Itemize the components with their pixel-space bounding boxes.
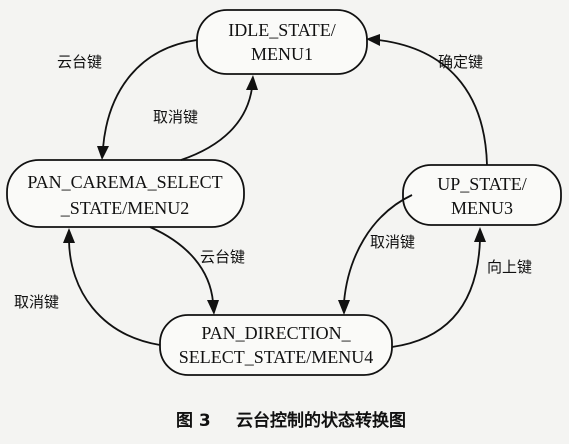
edge-pan-camera-to-idle-line bbox=[180, 87, 253, 161]
node-pan-camera-select-state: PAN_CAREMA_SELECT _STATE/MENU2 bbox=[6, 159, 245, 228]
edge-pan-direction-to-pan-camera-label: 取消键 bbox=[14, 293, 59, 311]
arrowhead-icon bbox=[474, 227, 486, 242]
edge-up-to-pan-direction: 取消键 bbox=[338, 194, 415, 315]
edge-up-to-pan-direction-label: 取消键 bbox=[370, 233, 415, 251]
figure-number: 图 3 bbox=[176, 411, 211, 431]
edge-up-to-idle-line bbox=[377, 39, 488, 166]
edge-pan-camera-to-idle-label: 取消键 bbox=[153, 108, 198, 126]
node-pan-direction-select-state: PAN_DIRECTION_ SELECT_STATE/MENU4 bbox=[159, 314, 393, 376]
arrowhead-icon bbox=[246, 75, 258, 90]
edge-up-to-idle-label: 确定键 bbox=[438, 53, 483, 71]
edge-pan-direction-to-up-line bbox=[391, 239, 481, 348]
node-up-state: UP_STATE/ MENU3 bbox=[402, 164, 562, 226]
node-pan-camera-select-state-shape bbox=[6, 159, 245, 228]
node-idle-state: IDLE_STATE/ MENU1 bbox=[196, 9, 368, 75]
arrowhead-icon bbox=[338, 300, 350, 315]
node-up-state-line2: MENU3 bbox=[451, 198, 513, 218]
edge-up-to-pan-direction-line bbox=[343, 194, 413, 303]
figure-title: 云台控制的状态转换图 bbox=[236, 410, 406, 431]
arrowhead-icon bbox=[366, 34, 380, 46]
edge-pan-direction-to-pan-camera: 取消键 bbox=[14, 228, 161, 346]
edge-pan-camera-to-idle: 取消键 bbox=[153, 75, 258, 161]
edge-up-to-idle: 确定键 bbox=[366, 34, 488, 166]
node-up-state-line1: UP_STATE/ bbox=[437, 174, 527, 194]
edge-pan-direction-to-up-label: 向上键 bbox=[487, 258, 532, 276]
node-pan-camera-select-state-line1: PAN_CAREMA_SELECT bbox=[27, 172, 222, 192]
node-idle-state-shape bbox=[196, 9, 368, 75]
arrowhead-icon bbox=[63, 228, 75, 243]
node-idle-state-line1: IDLE_STATE/ bbox=[228, 20, 336, 40]
edge-pan-camera-to-pan-direction: 云台键 bbox=[149, 226, 245, 315]
node-idle-state-line2: MENU1 bbox=[251, 44, 313, 64]
edge-pan-camera-to-pan-direction-line bbox=[149, 226, 214, 303]
edge-idle-to-pan-camera-line bbox=[102, 39, 198, 149]
arrowhead-icon bbox=[97, 146, 109, 160]
edge-idle-to-pan-camera-label: 云台键 bbox=[57, 53, 102, 71]
edge-pan-direction-to-up: 向上键 bbox=[391, 227, 532, 348]
figure-caption: 图 3 云台控制的状态转换图 bbox=[176, 410, 406, 431]
node-pan-direction-select-state-line2: SELECT_STATE/MENU4 bbox=[179, 347, 374, 367]
edge-pan-direction-to-pan-camera-line bbox=[68, 240, 161, 346]
arrowhead-icon bbox=[207, 300, 219, 315]
node-pan-direction-select-state-line1: PAN_DIRECTION_ bbox=[201, 323, 351, 343]
node-pan-camera-select-state-line2: _STATE/MENU2 bbox=[60, 198, 190, 218]
node-up-state-shape bbox=[402, 164, 562, 226]
edge-pan-camera-to-pan-direction-label: 云台键 bbox=[200, 248, 245, 266]
edge-idle-to-pan-camera: 云台键 bbox=[57, 39, 198, 160]
